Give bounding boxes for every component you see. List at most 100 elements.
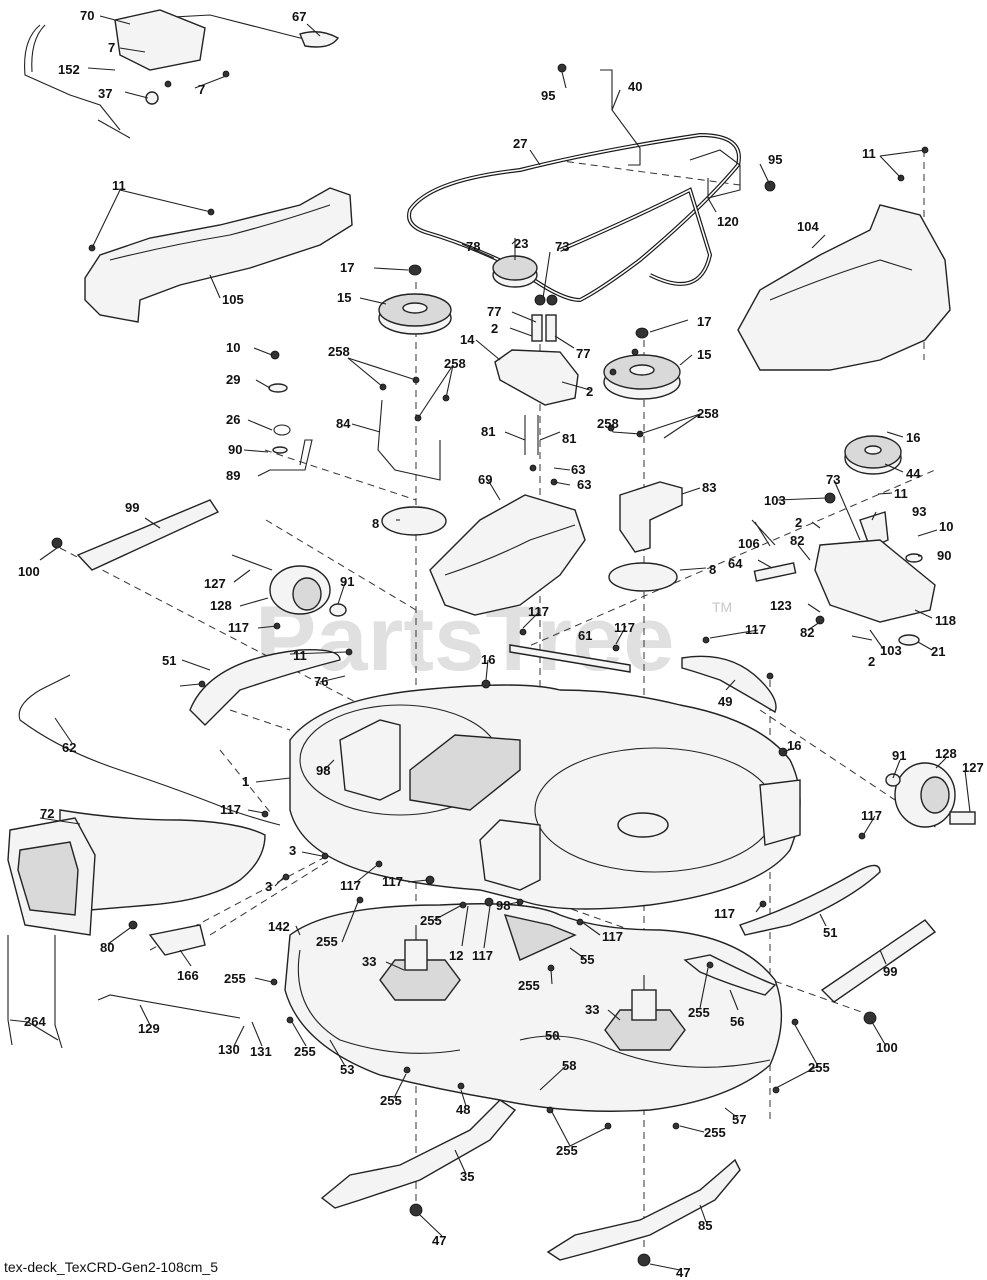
callout-leaders [9, 15, 971, 1271]
idler-arm-assembly-right [751, 435, 936, 646]
callout-11: 11 [894, 486, 908, 501]
callout-56: 56 [730, 1014, 744, 1029]
callout-89: 89 [226, 468, 240, 483]
callout-255: 255 [688, 1005, 710, 1020]
callout-44: 44 [906, 466, 921, 481]
diagram-caption: tex-deck_TexCRD-Gen2-108cm_5 [4, 1259, 218, 1275]
callout-100: 100 [876, 1040, 898, 1055]
callout-11: 11 [112, 178, 126, 193]
callout-98: 98 [316, 763, 330, 778]
idler-bracket [494, 349, 579, 455]
callout-77: 77 [487, 304, 501, 319]
callout-255: 255 [808, 1060, 830, 1075]
callout-26: 26 [226, 412, 240, 427]
callout-82: 82 [800, 625, 814, 640]
callout-14: 14 [460, 332, 475, 347]
callout-120: 120 [717, 214, 739, 229]
callout-40: 40 [628, 79, 642, 94]
callout-103: 103 [880, 643, 902, 658]
blade-right [546, 1158, 741, 1261]
callout-33: 33 [585, 1002, 599, 1017]
callout-2: 2 [491, 321, 498, 336]
belt-guides [557, 63, 776, 199]
blade-bolt-left [409, 1203, 423, 1217]
callout-29: 29 [226, 372, 240, 387]
callout-105: 105 [222, 292, 244, 307]
callout-57: 57 [732, 1112, 746, 1127]
callout-117: 117 [220, 802, 241, 817]
callout-118: 118 [935, 613, 956, 628]
callout-255: 255 [380, 1093, 402, 1108]
callout-255: 255 [518, 978, 540, 993]
callout-117: 117 [861, 808, 882, 823]
callout-15: 15 [337, 290, 351, 305]
gauge-wheel-right [885, 762, 976, 828]
callout-23: 23 [514, 236, 528, 251]
callout-73: 73 [555, 239, 569, 254]
callout-63: 63 [571, 462, 585, 477]
callout-53: 53 [340, 1062, 354, 1077]
callout-127: 127 [204, 576, 226, 591]
mount-ring-right [608, 562, 678, 592]
callout-50: 50 [545, 1028, 559, 1043]
gauge-wheel-left [231, 554, 347, 617]
callout-84: 84 [336, 416, 351, 431]
callout-130: 130 [218, 1042, 240, 1057]
callout-2: 2 [586, 384, 593, 399]
callout-10: 10 [226, 340, 240, 355]
callout-35: 35 [460, 1169, 474, 1184]
pivot-hardware-left [268, 350, 450, 481]
callout-3: 3 [289, 843, 296, 858]
callout-90: 90 [228, 442, 242, 457]
callout-131: 131 [250, 1044, 272, 1059]
callout-128: 128 [935, 746, 957, 761]
callout-264: 264 [24, 1014, 46, 1029]
callout-99: 99 [125, 500, 139, 515]
callout-117: 117 [382, 874, 403, 889]
lift-arm-right [820, 919, 937, 1003]
callout-62: 62 [62, 740, 76, 755]
callout-104: 104 [797, 219, 819, 234]
callout-258: 258 [328, 344, 350, 359]
callout-7: 7 [198, 82, 205, 97]
callout-64: 64 [728, 556, 743, 571]
callout-15: 15 [697, 347, 711, 362]
callout-17: 17 [340, 260, 354, 275]
blade-bolt-right [637, 1253, 651, 1267]
callout-85: 85 [698, 1218, 712, 1233]
blade-left [320, 1099, 517, 1209]
callout-100: 100 [18, 564, 40, 579]
spindle-left [379, 925, 461, 1001]
callout-117: 117 [472, 948, 493, 963]
callout-81: 81 [481, 424, 495, 439]
callout-11: 11 [293, 648, 307, 663]
callout-16: 16 [906, 430, 920, 445]
control-cable [18, 674, 281, 826]
callout-258: 258 [597, 416, 619, 431]
callout-128: 128 [210, 598, 232, 613]
bolt-100-right [863, 1011, 877, 1025]
callout-2: 2 [795, 515, 802, 530]
watermark-trademark: TM [712, 599, 732, 615]
callout-16: 16 [787, 738, 801, 753]
callout-2: 2 [868, 654, 875, 669]
mower-deck-housing [289, 684, 801, 910]
bolt-80 [128, 920, 138, 930]
callout-98: 98 [496, 898, 510, 913]
callout-67: 67 [292, 9, 306, 24]
callout-17: 17 [697, 314, 711, 329]
callout-83: 83 [702, 480, 716, 495]
hardware-fasteners [88, 146, 929, 1130]
callout-255: 255 [316, 934, 338, 949]
callout-129: 129 [138, 1021, 160, 1036]
cable-264 [7, 935, 13, 1046]
callout-69: 69 [478, 472, 492, 487]
callout-48: 48 [456, 1102, 470, 1117]
rod-61 [509, 644, 631, 673]
callout-10: 10 [939, 519, 953, 534]
callout-91: 91 [892, 748, 906, 763]
callout-72: 72 [40, 806, 54, 821]
callout-51: 51 [162, 653, 176, 668]
lift-arm-left [76, 499, 220, 571]
callout-99: 99 [883, 964, 897, 979]
